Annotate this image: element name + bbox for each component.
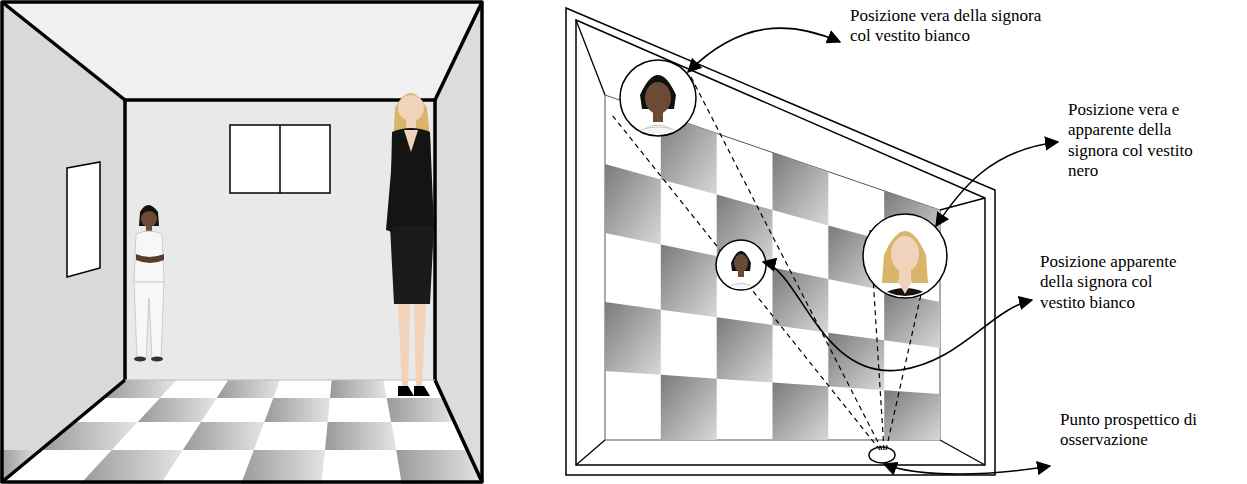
woman-white-dress <box>134 205 164 362</box>
label-text: Posizione apparente della signora col ve… <box>1040 252 1176 312</box>
callout-label: Posizione apparente della signora col ve… <box>1040 252 1200 313</box>
callout-label: Posizione vera e apparente della signora… <box>1068 100 1218 182</box>
portrait-white-apparent <box>716 240 766 296</box>
label-text: Posizione vera e apparente della signora… <box>1068 100 1193 180</box>
label-text: Posizione vera della signora col vestito… <box>850 6 1041 45</box>
room-view <box>0 2 482 484</box>
woman-black-dress <box>386 93 434 396</box>
label-text: Punto prospettico di osservazione <box>1060 410 1197 449</box>
callout-label: Posizione vera della signora col vestito… <box>850 6 1045 47</box>
portrait-white-real <box>620 60 696 146</box>
portrait-black <box>863 214 947 306</box>
callout-label: Punto prospettico di osservazione <box>1060 410 1220 451</box>
plan-view <box>566 8 1058 475</box>
